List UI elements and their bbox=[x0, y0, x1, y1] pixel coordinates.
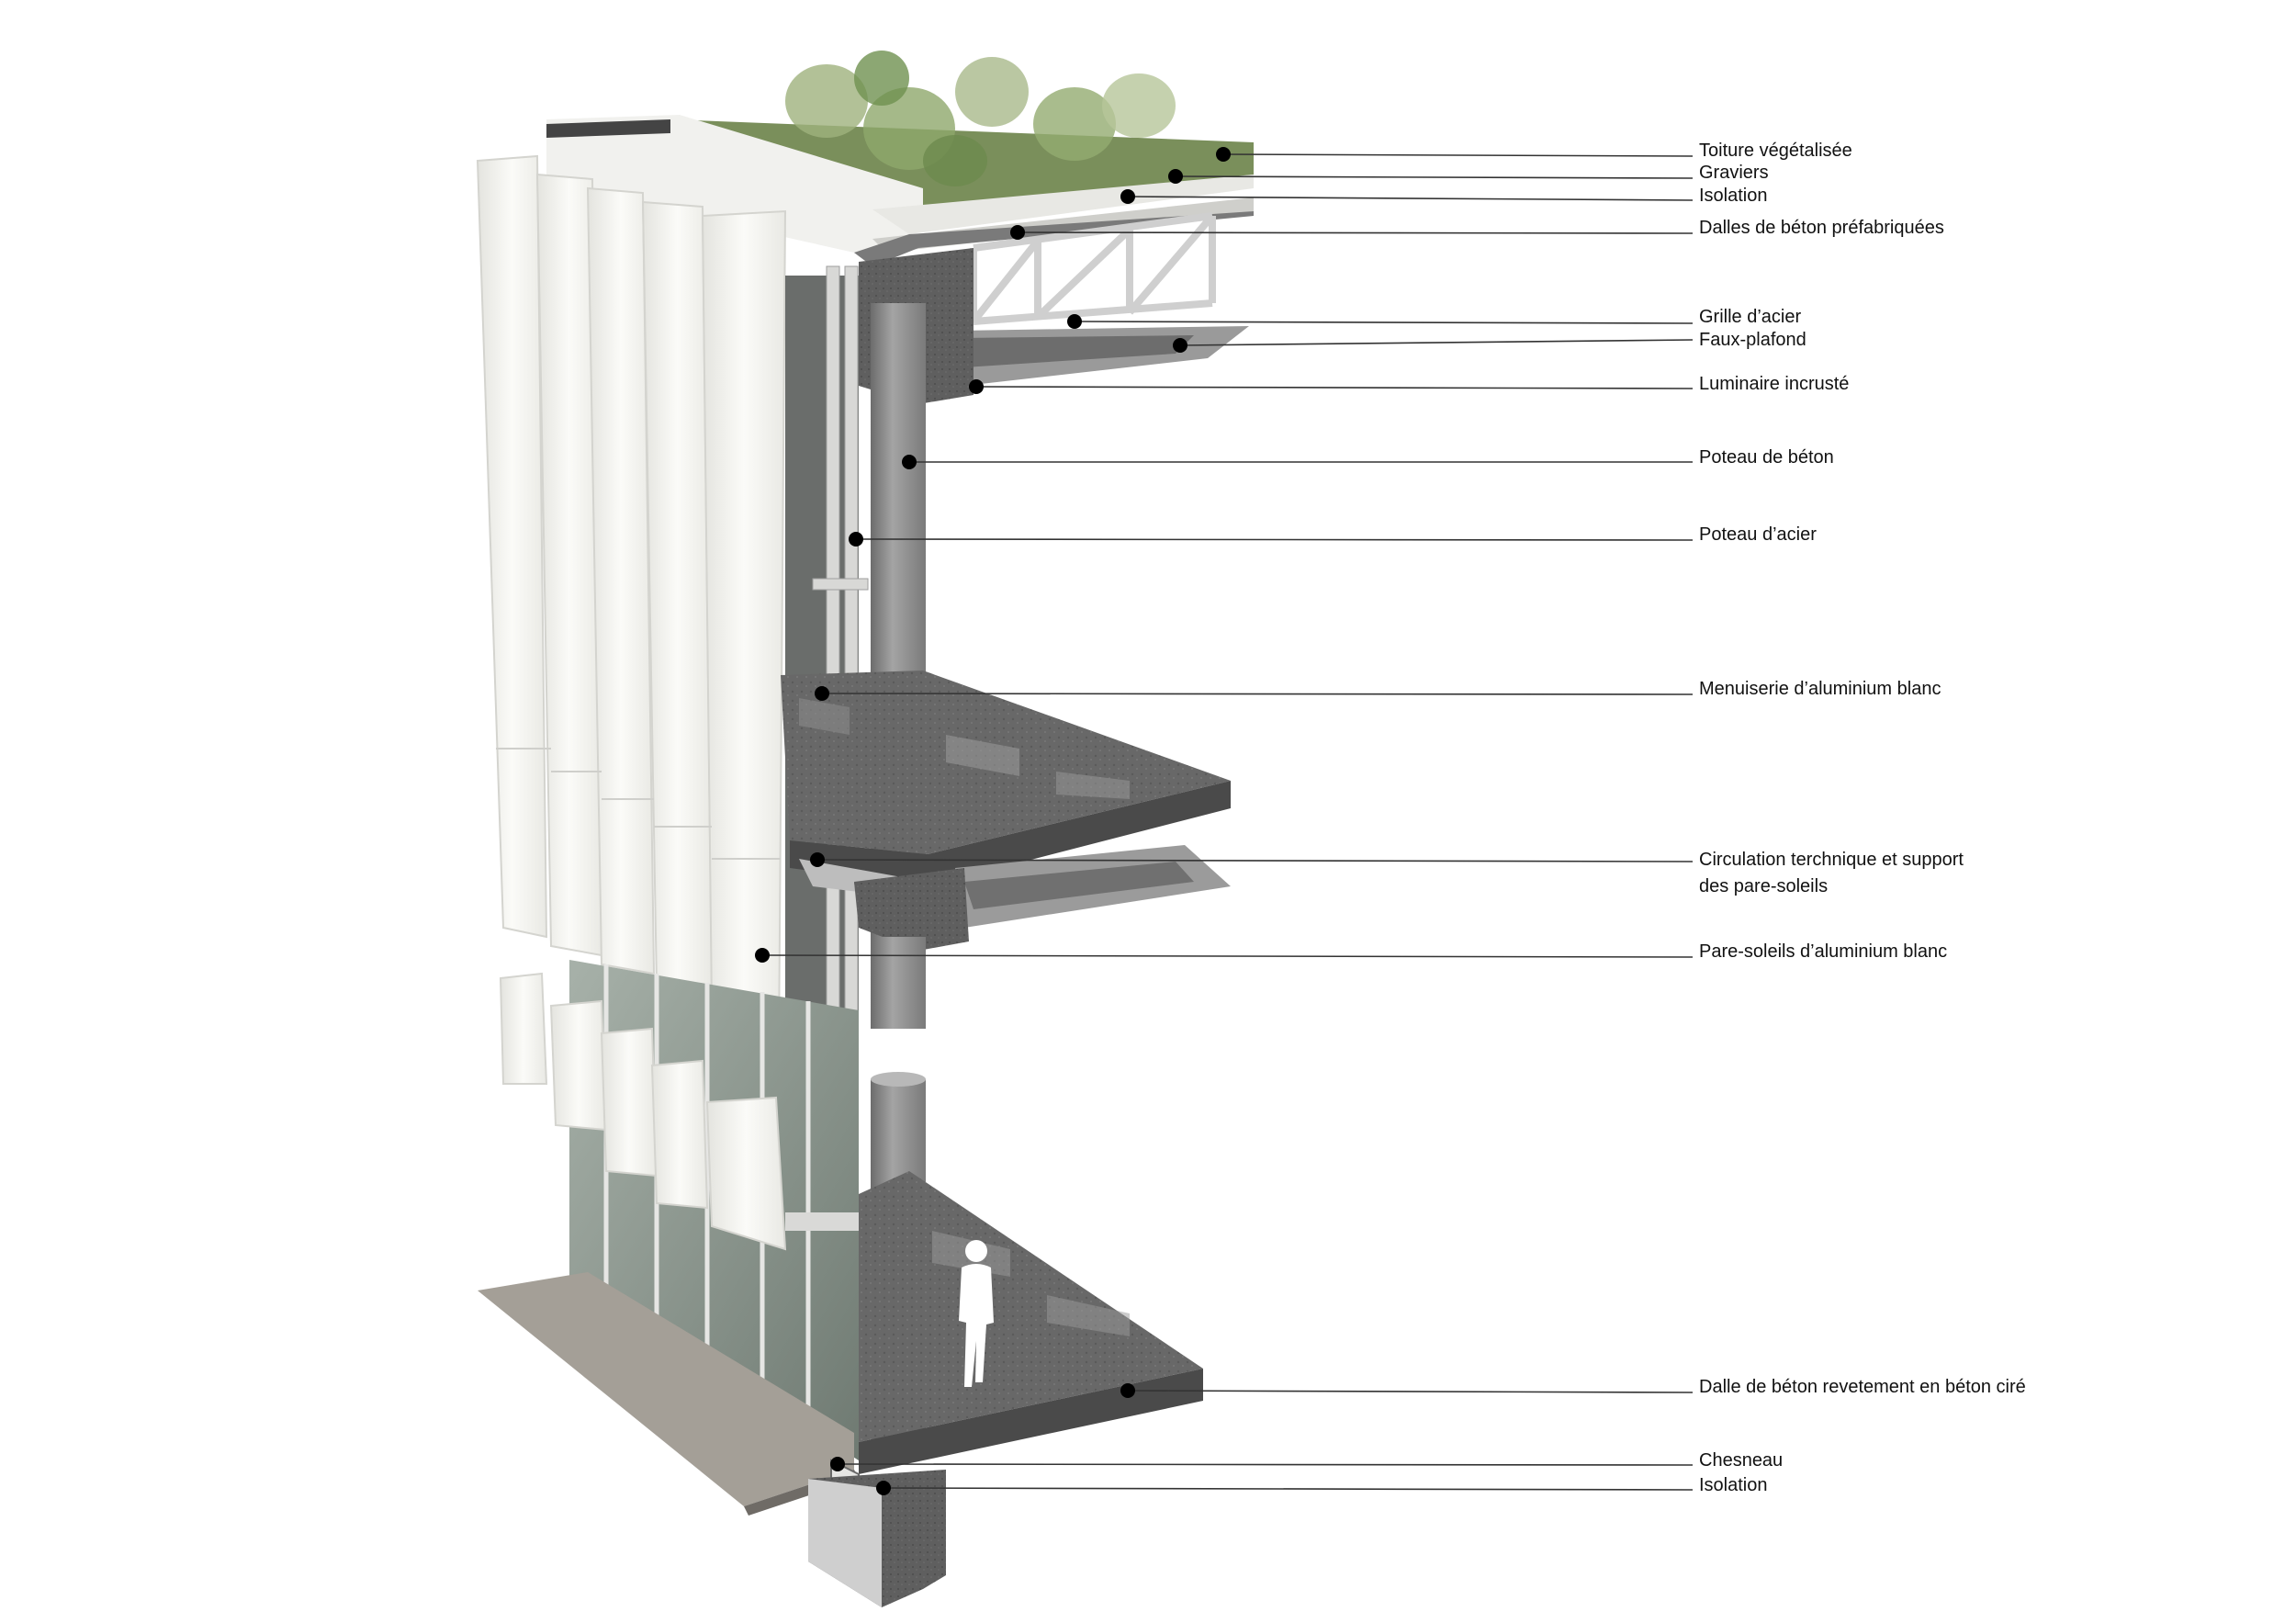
label-dalle-beton-cire: Dalle de béton revetement en béton ciré bbox=[1699, 1377, 2026, 1397]
sun-shade-panels-upper bbox=[476, 154, 787, 1054]
label-grille-acier: Grille d’acier bbox=[1699, 307, 1802, 327]
leader-poteau-acier bbox=[855, 538, 1694, 541]
label-chesneau: Chesneau bbox=[1699, 1450, 1784, 1471]
label-faux-plafond: Faux-plafond bbox=[1699, 330, 1806, 350]
dot-luminaire bbox=[969, 379, 984, 394]
leader-graviers bbox=[1175, 175, 1694, 179]
leader-chesneau bbox=[837, 1463, 1694, 1466]
dot-grille bbox=[1067, 314, 1082, 329]
leader-luminaire bbox=[975, 386, 1694, 389]
concrete-column-middle bbox=[871, 937, 926, 1024]
label-poteau-acier: Poteau d’acier bbox=[1699, 524, 1817, 545]
label-circulation-line-2: des pare-soleils bbox=[1699, 876, 1829, 896]
dot-toiture bbox=[1216, 147, 1231, 162]
dot-menuiserie bbox=[815, 686, 829, 701]
label-isolation-bas: Isolation bbox=[1699, 1475, 1768, 1495]
sun-shade-panels-lower bbox=[499, 972, 859, 1251]
leader-lines bbox=[761, 153, 1694, 1491]
human-scale-figure bbox=[959, 1240, 994, 1387]
dot-dalles bbox=[1010, 225, 1025, 240]
label-circulation-line-1: Circulation terchnique et support bbox=[1699, 850, 1964, 870]
label-dalles-prefabriquees: Dalles de béton préfabriquées bbox=[1699, 218, 1944, 238]
leader-circulation bbox=[816, 859, 1694, 862]
leader-faux-plafond bbox=[1179, 339, 1694, 346]
dot-poteau-acier bbox=[849, 532, 863, 547]
label-luminaire-incruste: Luminaire incrusté bbox=[1699, 374, 1850, 394]
roof-slab bbox=[546, 115, 1254, 266]
ground-floor-slab bbox=[478, 1171, 1203, 1516]
leader-menuiserie bbox=[821, 693, 1694, 695]
dot-graviers bbox=[1168, 169, 1183, 184]
middle-beam bbox=[854, 868, 969, 951]
dot-pare-soleils bbox=[755, 948, 770, 963]
dot-isolation-bas bbox=[876, 1481, 891, 1495]
leader-dalle-cire bbox=[1127, 1390, 1694, 1393]
leader-toiture bbox=[1222, 153, 1694, 157]
leader-grille bbox=[1074, 321, 1694, 324]
leader-isolation-toit bbox=[1127, 196, 1694, 201]
leader-dalles bbox=[1017, 231, 1694, 234]
dot-isolation-toit bbox=[1120, 189, 1135, 204]
dot-faux-plafond bbox=[1173, 338, 1187, 353]
leader-isolation-bas bbox=[883, 1487, 1694, 1491]
dot-poteau-beton bbox=[902, 455, 917, 469]
label-menuiserie-aluminium: Menuiserie d’aluminium blanc bbox=[1699, 679, 1941, 699]
label-poteau-beton: Poteau de béton bbox=[1699, 447, 1834, 468]
label-toiture-vegetalisee: Toiture végétalisée bbox=[1699, 141, 1852, 161]
label-graviers: Graviers bbox=[1699, 163, 1769, 183]
leader-pare-soleils bbox=[761, 954, 1694, 958]
dot-dalle-cire bbox=[1120, 1383, 1135, 1398]
dot-chesneau bbox=[830, 1457, 845, 1471]
label-pare-soleils: Pare-soleils d’aluminium blanc bbox=[1699, 941, 1948, 962]
label-isolation-toit: Isolation bbox=[1699, 186, 1768, 206]
leader-dots bbox=[755, 147, 1231, 1495]
dot-circulation bbox=[810, 852, 825, 867]
